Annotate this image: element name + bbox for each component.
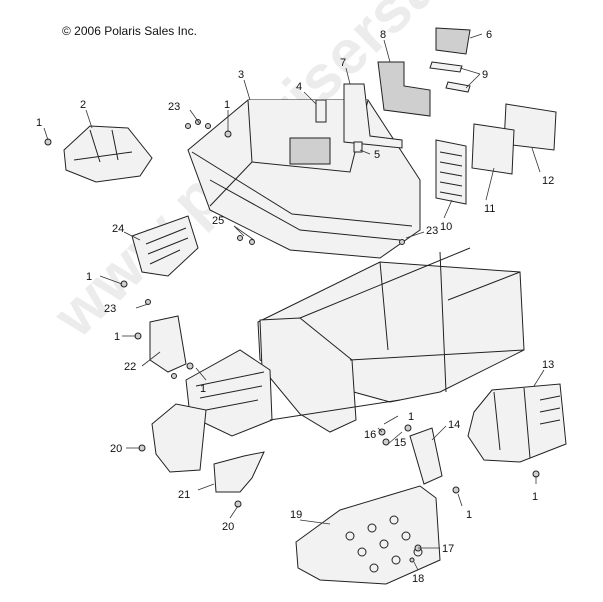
callout-8: 8 — [380, 29, 386, 41]
callout-2: 2 — [80, 99, 86, 111]
callout-10: 10 — [440, 221, 452, 233]
callout-1: 1 — [408, 411, 414, 423]
callout-20: 20 — [222, 521, 234, 533]
callout-labels: 1 2 3 4 5 6 7 8 9 10 11 12 13 14 15 16 1… — [36, 29, 554, 585]
callout-23: 23 — [426, 225, 438, 237]
callout-22: 22 — [124, 361, 136, 373]
callout-9: 9 — [482, 69, 488, 81]
part-21-shield — [213, 451, 265, 493]
part-20-shield — [151, 403, 207, 473]
part-22-bracket — [149, 315, 187, 373]
callout-1: 1 — [36, 117, 42, 129]
callout-24: 24 — [112, 223, 124, 235]
callout-3: 3 — [238, 69, 244, 81]
callout-20: 20 — [110, 443, 122, 455]
part-24-side-panel — [131, 215, 199, 277]
callout-15: 15 — [394, 437, 406, 449]
callout-6: 6 — [486, 29, 492, 41]
callout-13: 13 — [542, 359, 554, 371]
frame-assembly — [185, 247, 525, 437]
callout-19: 19 — [290, 509, 302, 521]
callout-1: 1 — [532, 491, 538, 503]
leader-lines — [43, 33, 545, 571]
callout-18: 18 — [412, 573, 424, 585]
callout-14: 14 — [448, 419, 460, 431]
part-6-pad — [435, 27, 471, 55]
part-2-floor-cover — [63, 125, 153, 183]
part-3-cargo-box — [187, 99, 421, 259]
callout-4: 4 — [296, 81, 302, 93]
part-10-grille — [435, 139, 467, 205]
part-7-panel — [343, 83, 403, 149]
part-13-airbox — [467, 383, 567, 463]
callout-23: 23 — [104, 303, 116, 315]
part-14-bracket — [409, 427, 443, 485]
part-5-clip — [353, 141, 363, 153]
callout-1: 1 — [114, 331, 120, 343]
part-11-panel — [471, 123, 515, 175]
callout-17: 17 — [442, 543, 454, 555]
part-8-foam — [377, 61, 431, 117]
hardware-fasteners — [44, 119, 540, 563]
copyright-notice: © 2006 Polaris Sales Inc. — [62, 24, 197, 38]
part-4-bracket — [315, 99, 327, 123]
part-19-skid-plate — [295, 485, 441, 585]
callout-23: 23 — [168, 101, 180, 113]
callout-5: 5 — [374, 149, 380, 161]
callout-1: 1 — [200, 383, 206, 395]
callout-16: 16 — [364, 429, 376, 441]
callout-1: 1 — [86, 271, 92, 283]
part-9-strips — [429, 61, 471, 93]
callout-11: 11 — [484, 203, 495, 215]
callout-12: 12 — [542, 175, 554, 187]
callout-7: 7 — [340, 57, 346, 69]
callout-1: 1 — [224, 99, 230, 111]
callout-21: 21 — [178, 489, 190, 501]
callout-25: 25 — [212, 215, 224, 227]
callout-1: 1 — [466, 509, 472, 521]
